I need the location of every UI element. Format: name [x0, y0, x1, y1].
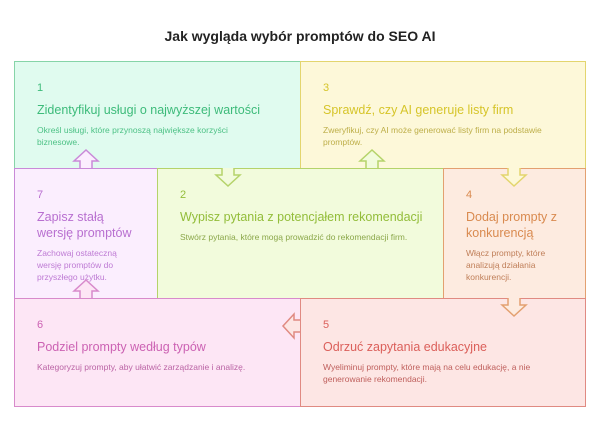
arrow-up-icon	[72, 148, 100, 168]
step-number: 2	[180, 189, 187, 201]
step-title: Dodaj prompty z konkurencją	[466, 210, 558, 240]
step-desc: Wyeliminuj prompty, które mają na celu e…	[323, 362, 531, 384]
step-title: Podziel prompty według typów	[37, 340, 206, 354]
step-6-box: 6 Podziel prompty według typów Kategoryz…	[14, 298, 301, 407]
arrow-up-icon	[72, 278, 100, 298]
step-number: 5	[323, 319, 330, 331]
step-2-box: 2 Wypisz pytania z potencjałem rekomenda…	[157, 168, 444, 299]
step-desc: Stwórz pytania, które mogą prowadzić do …	[180, 232, 408, 242]
step-desc: Zweryfikuj, czy AI może generować listy …	[323, 125, 542, 147]
arrow-down-icon	[500, 298, 528, 318]
step-number: 1	[37, 82, 44, 94]
diagram-title: Jak wygląda wybór promptów do SEO AI	[164, 28, 436, 44]
step-title: Zapisz stałą wersję promptów	[37, 210, 132, 240]
arrow-up-icon	[358, 148, 386, 168]
step-number: 4	[466, 189, 473, 201]
arrow-down-icon	[214, 168, 242, 188]
step-desc: Włącz prompty, które analizują działania…	[466, 248, 546, 282]
step-number: 6	[37, 319, 44, 331]
arrow-left-icon	[281, 312, 300, 340]
step-title: Zidentyfikuj usługi o najwyższej wartośc…	[37, 103, 261, 117]
step-5-box: 5 Odrzuć zapytania edukacyjne Wyeliminuj…	[300, 298, 586, 407]
step-7-box: 7 Zapisz stałą wersję promptów Zachowaj …	[14, 168, 158, 299]
step-4-box: 4 Dodaj prompty z konkurencją Włącz prom…	[443, 168, 586, 299]
step-desc: Kategoryzuj prompty, aby ułatwić zarządz…	[37, 362, 246, 372]
step-title: Sprawdź, czy AI generuje listy firm	[323, 103, 514, 117]
step-desc: Zachowaj ostateczną wersję promptów do p…	[37, 248, 117, 282]
arrow-down-icon	[500, 168, 528, 188]
step-number: 3	[323, 82, 330, 94]
step-number: 7	[37, 189, 44, 201]
step-title: Wypisz pytania z potencjałem rekomendacj…	[180, 210, 423, 224]
step-desc: Określ usługi, które przynoszą największ…	[37, 125, 228, 147]
step-title: Odrzuć zapytania edukacyjne	[323, 340, 487, 354]
